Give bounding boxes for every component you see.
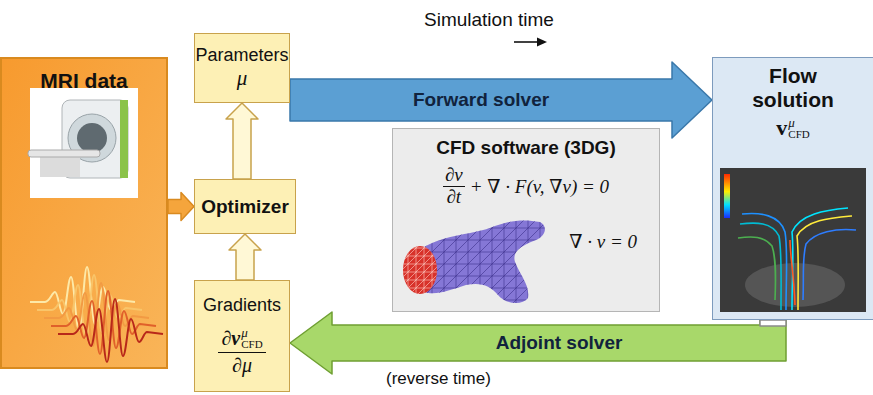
flow-panel-fill [712, 57, 873, 320]
superscript: μ [788, 116, 795, 129]
process-box: Gradients∂vμCFD∂μ [194, 280, 290, 392]
flow-mri-image [720, 168, 866, 312]
mesh-geometry [403, 220, 545, 303]
fraction: ∂vμCFD∂μ [218, 326, 265, 377]
equation: ∇ · v = 0 [393, 230, 659, 253]
mri-scanner [28, 88, 138, 198]
fraction-numerator: ∂vμCFD [218, 326, 265, 353]
mri-signal-waves [30, 267, 163, 362]
cfd-panel-fill [392, 128, 660, 312]
math-term: ∂v [443, 165, 465, 187]
equation-text: + ∇ · F(v, ∇v) = 0 [470, 175, 609, 198]
subscript: CFD [241, 339, 262, 350]
box-title: Flow solution [743, 64, 843, 112]
subscript: CFD [788, 129, 809, 140]
result-box: Flow solution vμCFD [712, 57, 873, 320]
axis-label: Simulation time [424, 9, 554, 31]
box-title: Gradients [203, 295, 281, 316]
box-title: CFD software (3DG) [393, 137, 659, 159]
superscript: μ [241, 326, 248, 339]
box-title: MRI data [40, 59, 128, 93]
solver-arrow [290, 62, 712, 138]
flow-arrow [229, 234, 261, 280]
math-term: v [776, 116, 787, 140]
note-label: (reverse time) [386, 369, 491, 389]
box-title: Parameters [195, 45, 288, 66]
connector-label: Forward solver [413, 89, 549, 111]
math-term: ∂v [221, 327, 240, 349]
math-vector: vμCFD [776, 116, 809, 140]
index-stack: μCFD [788, 116, 809, 140]
software-panel: CFD software (3DG)∂v∂t+ ∇ · F(v, ∇v) = 0… [392, 128, 660, 312]
box-title: Optimizer [201, 196, 289, 218]
math-term: ∂μ [232, 353, 252, 377]
math-term: ∂t [446, 187, 461, 208]
connector-bend [760, 320, 786, 326]
time-arrow [514, 38, 547, 47]
process-box: Optimizer [194, 179, 296, 234]
solver-arrow [290, 312, 786, 374]
index-stack: μCFD [241, 326, 262, 350]
connector-label: Adjoint solver [496, 332, 623, 354]
mri-panel-fill [0, 57, 168, 369]
math-symbol: μ [237, 66, 248, 91]
flow-arrow [226, 103, 258, 179]
input-arrow [168, 193, 194, 221]
data-source-box: MRI data [0, 57, 168, 369]
equation: ∂v∂t+ ∇ · F(v, ∇v) = 0 [393, 165, 659, 208]
fraction: ∂v∂t [443, 165, 465, 208]
equation-text: ∇ · v = 0 [569, 230, 637, 253]
process-box: Parametersμ [194, 33, 290, 103]
